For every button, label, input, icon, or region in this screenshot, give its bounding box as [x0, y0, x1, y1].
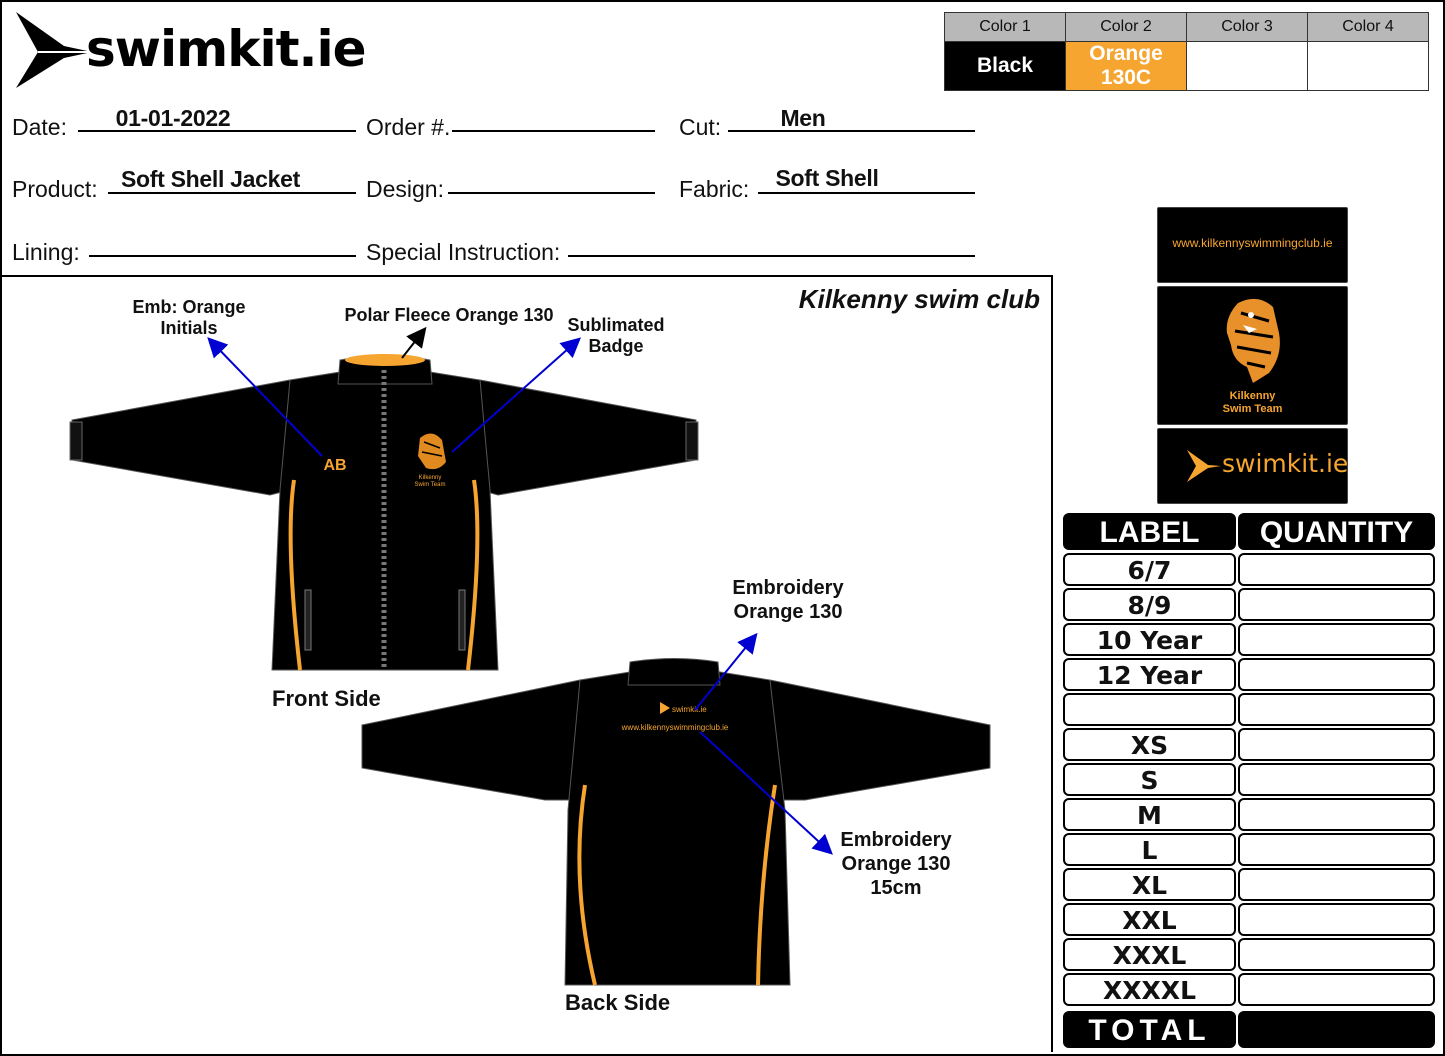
size-label-cell: XS: [1063, 728, 1236, 761]
front-tiger-badge-icon: [418, 433, 446, 470]
color-header-3: Color 3: [1186, 12, 1308, 42]
size-label-cell: 8/9: [1063, 588, 1236, 621]
swimkit-preview-logo-icon: [1187, 450, 1221, 482]
badge-preview-line1: Kilkenny: [1229, 390, 1276, 402]
order-line: [452, 130, 655, 132]
lining-line: [89, 255, 356, 257]
back-jacket: swimkit.ie www.kilkennyswimmingclub.ie: [361, 658, 991, 986]
front-jacket: Kilkenny Swim Team AB: [69, 354, 699, 671]
color-header-2: Color 2: [1065, 12, 1187, 42]
size-label-cell: 6/7: [1063, 553, 1236, 586]
quantity-cell[interactable]: [1238, 903, 1435, 936]
front-initials: AB: [323, 457, 346, 474]
front-badge-text-2: Swim Team: [415, 482, 446, 488]
size-label-cell: [1063, 693, 1236, 726]
annotation-embroidery-bottom-text: Embroidery Orange 130 15cm: [840, 829, 952, 899]
quantity-cell[interactable]: [1238, 833, 1435, 866]
order-label: Order #.: [366, 114, 451, 140]
cut-value: Men: [780, 105, 826, 131]
club-name: Kilkenny swim club: [798, 284, 1040, 314]
logo-text: swimkit.ie: [86, 20, 367, 78]
design-area-right: [1051, 275, 1053, 1052]
tiger-icon: [1226, 298, 1280, 383]
back-url-text: www.kilkennyswimmingclub.ie: [621, 723, 729, 732]
quantity-cell[interactable]: [1238, 623, 1435, 656]
back-side-label: Back Side: [565, 990, 671, 1015]
annotation-emb-initials: Emb: Orange Initials: [118, 297, 260, 339]
annotation-sublimated: Sublimated Badge: [555, 315, 677, 357]
product-label: Product:: [12, 176, 98, 202]
annotation-embroidery-top: Embroidery Orange 130: [712, 576, 864, 624]
swimkit-logo-icon: [16, 12, 92, 88]
size-label-cell: XL: [1063, 868, 1236, 901]
logo-preview-text: swimkit.ie: [1222, 449, 1349, 478]
cut-label: Cut:: [679, 114, 722, 140]
annotation-embroidery-top-text: Embroidery Orange 130: [732, 577, 844, 623]
cut-line: [728, 130, 975, 132]
fabric-line: [758, 192, 975, 194]
logo-preview-panel: swimkit.ie: [1157, 428, 1348, 504]
url-preview-panel: www.kilkennyswimmingclub.ie: [1157, 207, 1348, 283]
quantity-cell[interactable]: [1238, 763, 1435, 796]
annotation-emb-initials-text: Emb: Orange Initials: [132, 297, 246, 338]
quantity-cell[interactable]: [1238, 588, 1435, 621]
design-line: [448, 192, 655, 194]
color-value-3: [1186, 41, 1308, 91]
special-label: Special Instruction:: [366, 239, 561, 265]
color-header-1: Color 1: [944, 12, 1066, 42]
color-value-1: Black: [944, 41, 1066, 91]
badge-preview-panel: Kilkenny Swim Team: [1157, 286, 1348, 425]
annotation-sublimated-text: Sublimated Badge: [567, 315, 665, 356]
fabric-label: Fabric:: [679, 176, 750, 202]
size-label-cell: XXXL: [1063, 938, 1236, 971]
special-line: [568, 255, 975, 257]
quantity-cell[interactable]: [1238, 728, 1435, 761]
fabric-value: Soft Shell: [775, 165, 879, 191]
date-line: [78, 130, 356, 132]
size-label-cell: S: [1063, 763, 1236, 796]
quantity-cell[interactable]: [1238, 868, 1435, 901]
quantity-cell[interactable]: [1238, 798, 1435, 831]
brand-logo: swimkit.ie: [14, 10, 367, 90]
color-table: Color 1 Color 2 Color 3 Color 4 Black Or…: [944, 12, 1429, 91]
quantity-cell[interactable]: [1238, 693, 1435, 726]
size-label-cell: 10 Year: [1063, 623, 1236, 656]
total-quantity[interactable]: [1238, 1011, 1435, 1048]
design-area-top: [0, 275, 1053, 277]
badge-preview-line2: Swim Team: [1222, 403, 1283, 415]
color-value-2: Orange 130C: [1065, 41, 1187, 91]
size-label-cell: M: [1063, 798, 1236, 831]
color-value-4: [1307, 41, 1429, 91]
annotation-embroidery-bottom: Embroidery Orange 130 15cm: [820, 828, 972, 900]
front-badge-text-1: Kilkenny: [419, 475, 442, 481]
front-side-label: Front Side: [272, 686, 381, 711]
quantity-cell[interactable]: [1238, 938, 1435, 971]
total-label: TOTAL: [1063, 1011, 1236, 1048]
design-label: Design:: [366, 176, 444, 202]
back-logo-text: swimkit.ie: [672, 705, 707, 714]
quantity-cell[interactable]: [1238, 553, 1435, 586]
annotation-polar-fleece: Polar Fleece Orange 130: [344, 305, 554, 325]
size-label-cell: L: [1063, 833, 1236, 866]
size-label-cell: 12 Year: [1063, 658, 1236, 691]
date-value: 01-01-2022: [115, 105, 231, 131]
size-label-cell: XXXXL: [1063, 973, 1236, 1006]
product-line: [108, 192, 356, 194]
jacket-drawings: Kilkenny Swim Team AB swimkit.ie www.kil…: [69, 326, 991, 986]
quantity-cell[interactable]: [1238, 658, 1435, 691]
quantity-header: QUANTITY: [1238, 513, 1435, 550]
product-value: Soft Shell Jacket: [121, 166, 300, 192]
label-header: LABEL: [1063, 513, 1236, 550]
date-label: Date:: [12, 114, 67, 140]
size-label-cell: XXL: [1063, 903, 1236, 936]
url-preview-text: www.kilkennyswimmingclub.ie: [1172, 236, 1333, 250]
back-swimkit-logo-icon: [660, 702, 670, 714]
quantity-cell[interactable]: [1238, 973, 1435, 1006]
lining-label: Lining:: [12, 239, 80, 265]
color-header-4: Color 4: [1307, 12, 1429, 42]
